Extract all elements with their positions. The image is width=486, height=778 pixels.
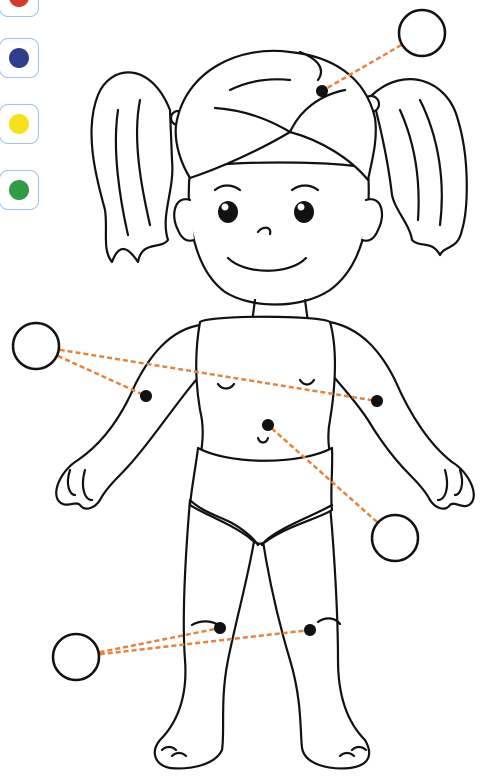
head-answer-circle[interactable]: [399, 10, 445, 56]
face: [189, 163, 369, 305]
knees-marker-dot: [304, 624, 316, 636]
belly-marker-dot: [262, 419, 274, 431]
left-leg: [155, 500, 255, 768]
right-pigtail: [372, 79, 467, 255]
elbows-marker-dot: [140, 390, 152, 402]
head-marker-dot: [316, 85, 328, 97]
belly-answer-circle[interactable]: [372, 515, 418, 561]
elbows-marker-dot: [371, 395, 383, 407]
knees-answer-circle[interactable]: [53, 634, 99, 680]
hair: [176, 51, 376, 180]
left-pigtail: [92, 72, 173, 262]
knees-marker-dot: [214, 622, 226, 634]
right-arm: [330, 322, 474, 509]
elbows-answer-circle[interactable]: [13, 323, 59, 369]
right-leg: [262, 505, 369, 768]
